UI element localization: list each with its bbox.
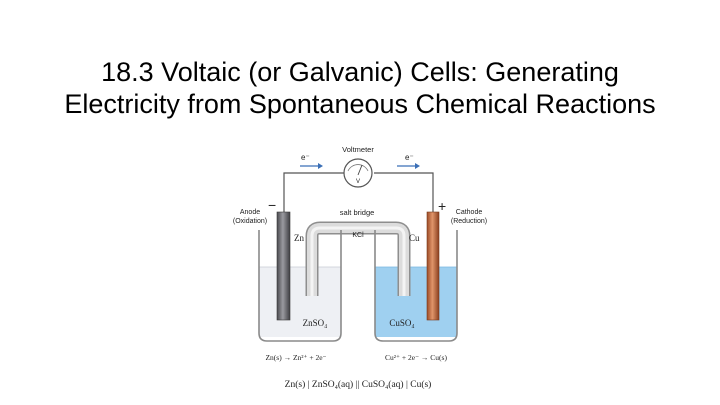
copper-electrode bbox=[426, 211, 440, 321]
cuso4-solution bbox=[375, 267, 457, 337]
external-wire bbox=[283, 172, 434, 212]
svg-text:Anode: Anode bbox=[240, 209, 260, 216]
znso4-label: ZnSO₄ bbox=[303, 318, 328, 328]
positive-terminal-sign: + bbox=[438, 198, 446, 214]
electron-label-left: e⁻ bbox=[301, 153, 310, 162]
kcl-label: KCl bbox=[352, 232, 364, 239]
voltmeter-needle bbox=[357, 164, 363, 176]
anode-label: Anode (Oxidation) bbox=[233, 209, 267, 225]
anode-half-reaction: Zn(s) → Zn²⁺ + 2e⁻ bbox=[265, 353, 326, 362]
salt-bridge: salt bridge KCl bbox=[305, 208, 411, 296]
title-line-2: Electricity from Spontaneous Chemical Re… bbox=[64, 89, 656, 119]
negative-terminal-sign: − bbox=[268, 197, 276, 213]
electron-label-right: e⁻ bbox=[405, 153, 414, 162]
slide-title: 18.3 Voltaic (or Galvanic) Cells: Genera… bbox=[0, 56, 720, 120]
cuso4-label: CuSO₄ bbox=[389, 318, 414, 328]
svg-text:(Oxidation): (Oxidation) bbox=[233, 218, 267, 225]
electron-flow-left: e⁻ bbox=[300, 153, 323, 169]
cathode-half-reaction: Cu²⁺ + 2e⁻ → Cu(s) bbox=[385, 353, 447, 362]
cathode-beaker bbox=[374, 230, 458, 342]
salt-bridge-label: salt bridge bbox=[340, 208, 375, 217]
cathode-label: Cathode (Reduction) bbox=[451, 209, 487, 225]
title-line-1: 18.3 Voltaic (or Galvanic) Cells: Genera… bbox=[101, 57, 619, 87]
svg-text:(Reduction): (Reduction) bbox=[451, 218, 487, 225]
svg-text:Cathode: Cathode bbox=[456, 209, 483, 216]
copper-electrode-label: Cu bbox=[409, 233, 420, 243]
voltmeter-label: Voltmeter bbox=[342, 145, 374, 154]
cell-notation: Zn(s) | ZnSO₄(aq) || CuSO₄(aq) | Cu(s) bbox=[285, 379, 432, 390]
anode-beaker bbox=[258, 230, 342, 342]
voltmeter: Voltmeter V bbox=[342, 145, 374, 188]
zinc-electrode-label: Zn bbox=[294, 233, 304, 243]
electron-flow-right: e⁻ bbox=[397, 153, 420, 169]
zinc-electrode bbox=[276, 211, 291, 321]
znso4-solution bbox=[259, 267, 341, 337]
voltmeter-symbol: V bbox=[356, 179, 360, 185]
